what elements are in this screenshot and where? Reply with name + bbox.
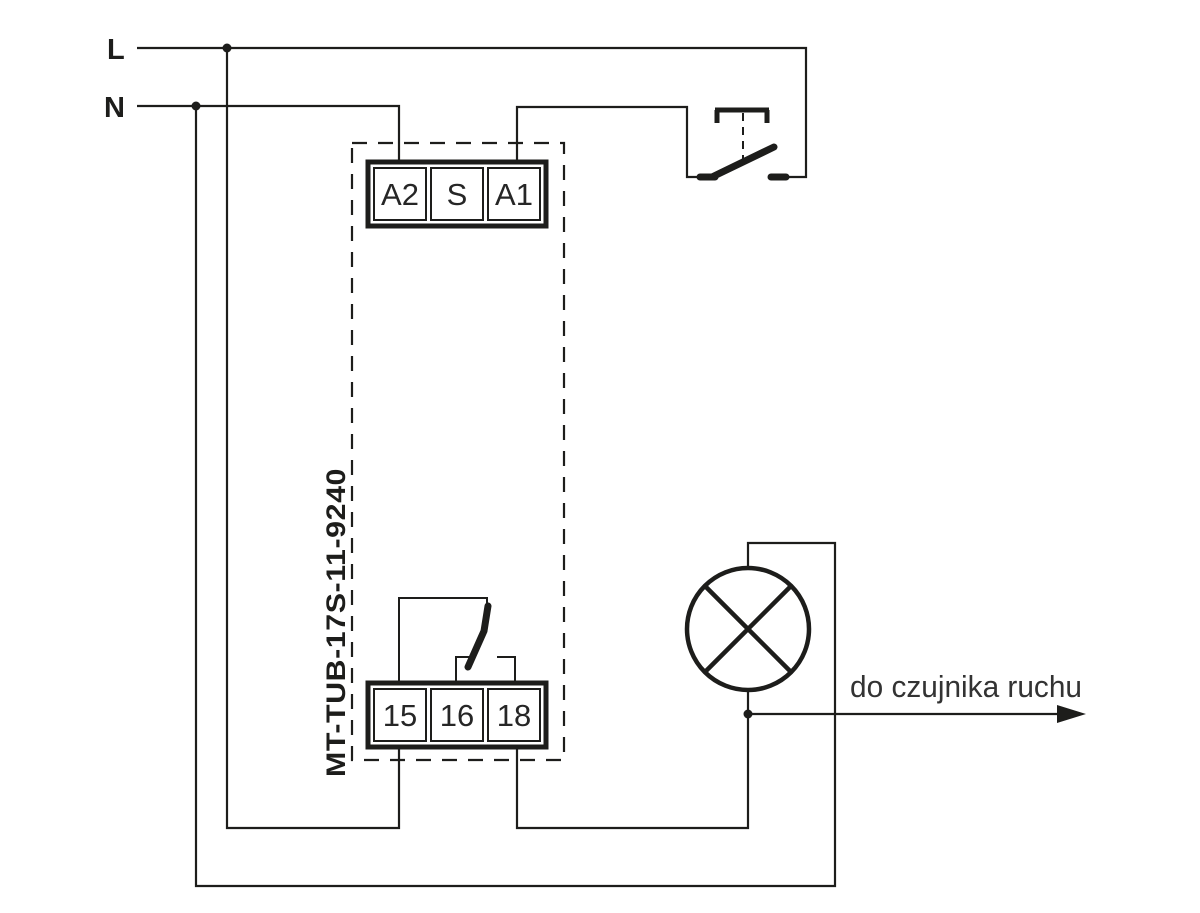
push-button-switch — [515, 105, 790, 181]
terminal-a1-label: A1 — [495, 177, 533, 212]
terminal-a2 — [373, 167, 427, 221]
l-branch-to-terminal-15-wire — [225, 48, 401, 830]
terminal-18-to-lamp-wire — [515, 690, 750, 830]
arrow-right-icon — [1057, 705, 1086, 723]
top-terminal-block: A2 S A1 — [365, 159, 549, 229]
lamp-circle-icon — [684, 565, 812, 693]
terminal-18-label: 18 — [497, 698, 531, 733]
motion-sensor-pointer: do czujnika ruchu — [748, 669, 1086, 723]
lamp — [515, 565, 812, 830]
contact-common-15-lead — [398, 597, 488, 683]
relay-contact — [398, 597, 516, 683]
lamp-cross-icon — [703, 584, 793, 674]
switch-lever-icon — [708, 143, 778, 181]
bottom-terminal-block: 15 16 18 — [365, 680, 549, 750]
line-l-label: L — [107, 34, 125, 66]
motion-sensor-label: do czujnika ruchu — [850, 669, 1082, 704]
n-rail-to-terminal-a2-wire — [137, 104, 401, 162]
contact-wiper-icon — [464, 602, 492, 671]
terminal-18 — [487, 688, 541, 742]
terminal-a1 — [487, 167, 541, 221]
terminal-16-label: 16 — [440, 698, 474, 733]
n-junction-dot — [191, 101, 201, 111]
contact-no-18-lead — [497, 656, 516, 683]
l-junction-dot — [222, 43, 232, 53]
device-dashed-outline — [350, 141, 566, 762]
l-rail-wire — [137, 46, 808, 179]
terminal-s-label: S — [447, 177, 468, 212]
device-model-label: MT-TUB-17S-11-9240 — [321, 468, 351, 777]
terminal-15-label: 15 — [383, 698, 417, 733]
a1-to-switch-wire — [515, 105, 697, 179]
relay-device: MT-TUB-17S-11-9240 A2 S A1 15 16 18 — [321, 141, 566, 777]
terminal-a2-label: A2 — [381, 177, 419, 212]
terminal-s — [430, 167, 484, 221]
terminal-16 — [430, 688, 484, 742]
terminal-15 — [373, 688, 427, 742]
contact-nc-16-lead — [455, 656, 470, 683]
neutral-n-label: N — [104, 92, 125, 124]
